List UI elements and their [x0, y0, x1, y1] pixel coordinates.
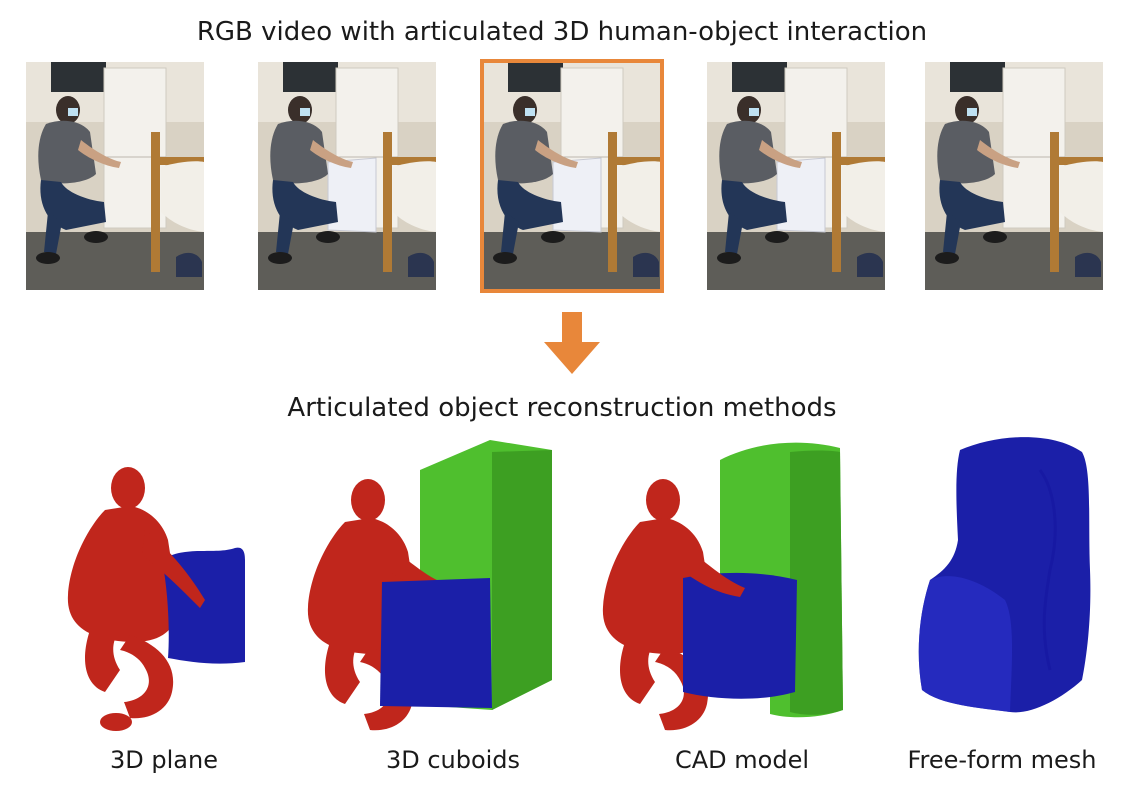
method-label-free-form-mesh: Free-form mesh: [907, 746, 1097, 774]
down-arrow-icon: [544, 312, 600, 374]
method-label-cad-model: CAD model: [674, 746, 809, 774]
video-frame: [480, 59, 664, 293]
video-frame: [258, 62, 436, 290]
video-frame: [925, 62, 1103, 290]
video-title: RGB video with articulated 3D human-obje…: [196, 17, 928, 47]
video-frame: [26, 62, 204, 290]
method-3d-cuboids-render: [307, 440, 552, 731]
video-frame: [707, 62, 885, 290]
cad-articulated-part: [683, 572, 797, 699]
cuboid-articulated-part: [380, 578, 492, 708]
method-label-3d-cuboids: 3D cuboids: [385, 746, 521, 774]
method-cad-model-render: [602, 442, 843, 731]
method-label-3d-plane: 3D plane: [110, 746, 218, 774]
method-3d-plane-render: [67, 467, 245, 731]
method-free-form-mesh-render: [918, 437, 1091, 713]
methods-title: Articulated object reconstruction method…: [287, 393, 837, 423]
